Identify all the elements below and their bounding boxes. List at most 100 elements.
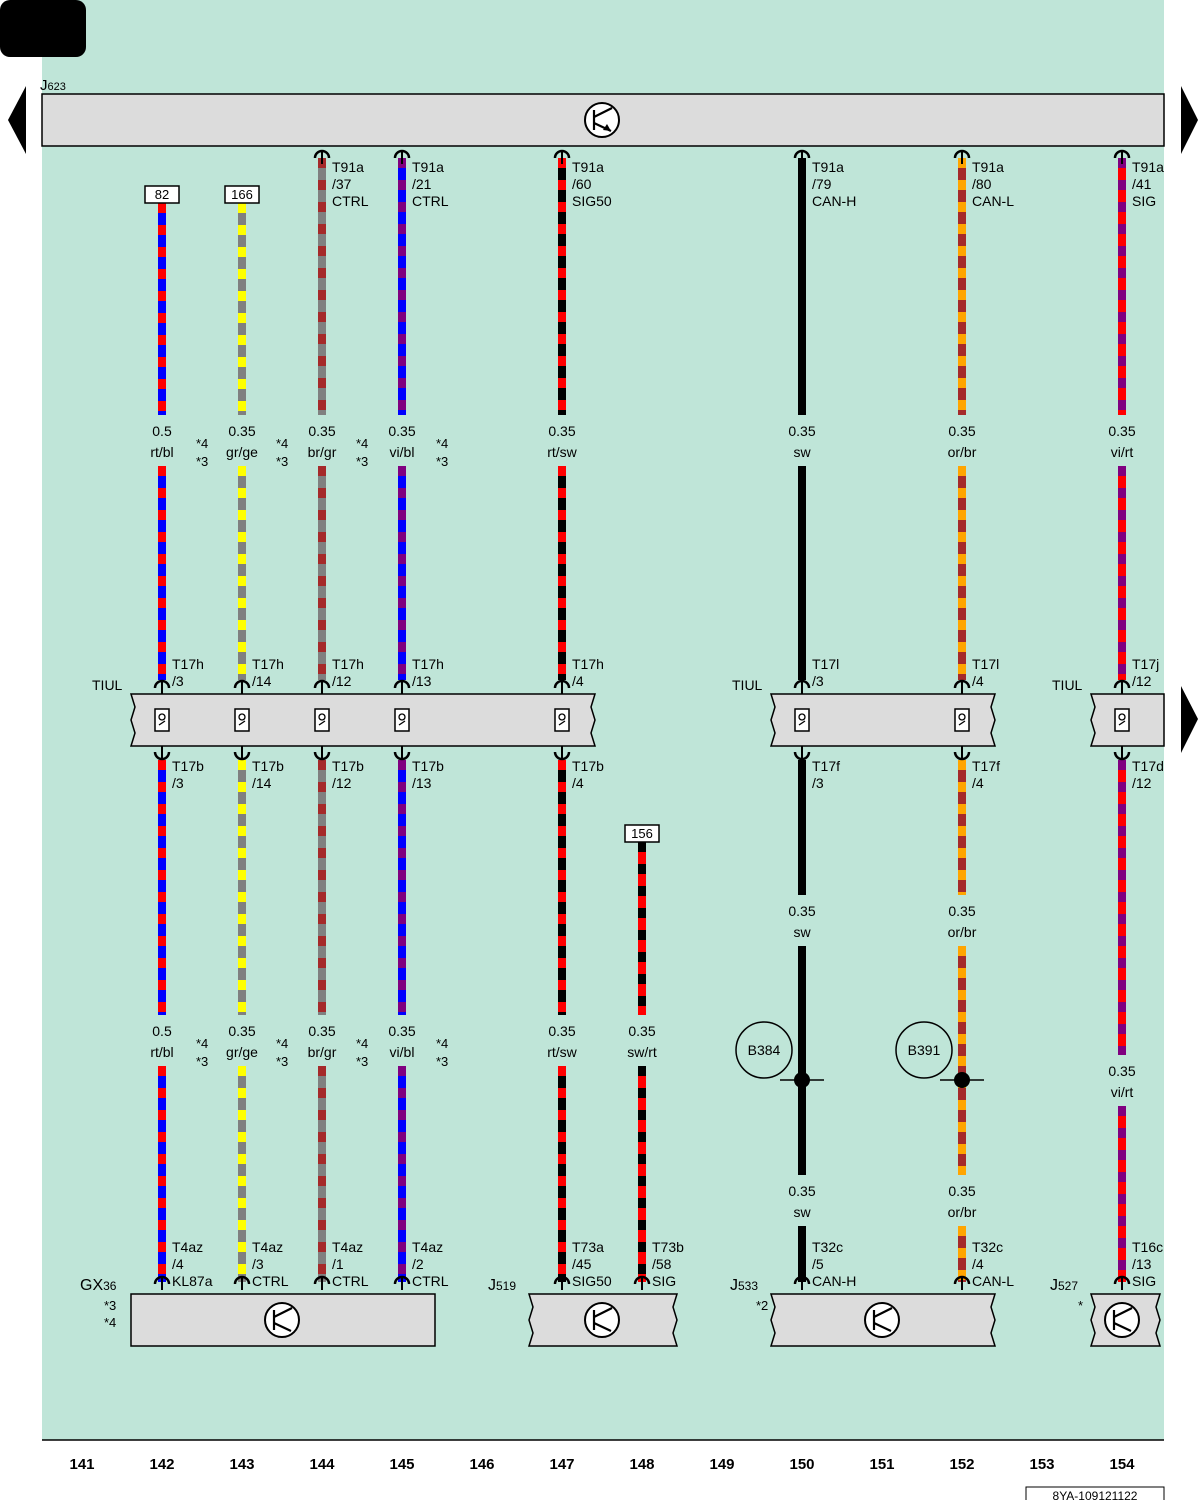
wire-stripe: [558, 212, 566, 224]
wire-stripe: [398, 1164, 406, 1176]
wire-stripe: [1118, 388, 1126, 400]
wire-stripe: [398, 1186, 406, 1198]
wire-stripe: [1118, 652, 1126, 664]
top-pin-number: /21: [412, 176, 432, 192]
wire-stripe: [238, 652, 246, 664]
wire-stripe: [638, 1120, 646, 1132]
wire-stripe: [238, 564, 246, 576]
splice-symbol-line: [958, 720, 966, 726]
prev-page-arrow-icon[interactable]: [8, 86, 26, 154]
wire-stripe: [398, 674, 406, 680]
wire-stripe: [958, 300, 966, 312]
wire-stripe: [318, 1098, 326, 1110]
wire-stripe: [158, 946, 166, 958]
wire-stripe: [158, 301, 166, 313]
node-label: B391: [908, 1042, 941, 1058]
wire-stripe: [318, 1076, 326, 1088]
wire-stripe: [638, 874, 646, 886]
wire-stripe: [398, 410, 406, 415]
wire-stripe: [158, 880, 166, 892]
splice-pin-number: /4: [972, 775, 984, 791]
wire-stripe: [318, 278, 326, 290]
wire-stripe: [1118, 300, 1126, 312]
wire-stripe: [318, 880, 326, 892]
wire-stripe: [558, 792, 566, 804]
wire-stripe: [158, 608, 166, 620]
continue-arrow-icon[interactable]: [1181, 686, 1198, 753]
wire-stripe: [558, 344, 566, 356]
splice-pin-connector: T17h: [572, 656, 604, 672]
wire-stripe: [318, 256, 326, 268]
wire-stripe: [1118, 674, 1126, 680]
column-number: 144: [309, 1456, 335, 1473]
wire-stripe: [158, 564, 166, 576]
wire-gauge: 0.5: [152, 423, 172, 439]
wire-stripe: [238, 301, 246, 313]
module-symbol-line: [873, 1322, 892, 1332]
top-pin-number: /60: [572, 176, 592, 192]
wire-stripe: [958, 410, 966, 415]
wire-stripe: [1118, 880, 1126, 892]
doc-id: 8YA-109121122: [1053, 1489, 1138, 1500]
splice-pin-number: /3: [172, 673, 184, 689]
splice-symbol-line: [1118, 720, 1126, 726]
node-label: B384: [748, 1042, 781, 1058]
wire-stripe: [238, 389, 246, 401]
wire-stripe: [158, 770, 166, 782]
wire-color-code: sw: [793, 924, 811, 940]
wire-7: T91a/79CAN-H0.35swT17l/3T17f/30.35sw0.35…: [735, 149, 856, 1290]
wire-stripe: [398, 498, 406, 510]
wire-stripe: [558, 608, 566, 620]
wire-stripe: [958, 1132, 966, 1144]
bottom-pin-connector: T4az: [172, 1239, 203, 1255]
wire-stripe: [558, 168, 566, 180]
wire-stripe: [398, 946, 406, 958]
wire-stripe: [958, 586, 966, 598]
wire-note: *3: [356, 1054, 368, 1069]
wire-stripe: [1118, 1204, 1126, 1216]
wire-color-code: or/br: [948, 924, 977, 940]
module-symbol-line: [873, 1307, 893, 1318]
wire-stripe: [158, 1208, 166, 1220]
wire-stripe: [318, 630, 326, 642]
wire-stripe: [318, 1120, 326, 1132]
column-number: 145: [389, 1456, 414, 1473]
wire-stripe: [958, 792, 966, 804]
wire-stripe: [398, 586, 406, 598]
wire-stripe: [398, 1208, 406, 1220]
module-j527-note: *: [1078, 1298, 1083, 1313]
wire-stripe: [318, 388, 326, 400]
wire-stripe: [398, 476, 406, 488]
wire-stripe: [318, 1252, 326, 1264]
wire-stripe: [558, 652, 566, 664]
wire-3: T91a/37CTRL0.35br/gr*4*3T17h/12T17b/120.…: [308, 149, 369, 1290]
wire-stripe: [398, 814, 406, 826]
wire-stripe: [158, 1142, 166, 1154]
wire-color-code: sw: [793, 444, 811, 460]
splice-symbol-line: [398, 720, 406, 726]
wire-note: *4: [436, 1036, 448, 1051]
next-page-arrow-icon[interactable]: [1181, 86, 1198, 154]
wire-stripe: [398, 1120, 406, 1132]
reference-box-label: 156: [631, 826, 653, 841]
wire-stripe: [638, 1230, 646, 1242]
wire-stripe: [558, 256, 566, 268]
wire-stripe: [558, 1252, 566, 1264]
splice-bar-left: [129, 693, 597, 747]
wire-stripe: [558, 1012, 566, 1015]
wire-color-code: br/gr: [308, 444, 337, 460]
module-symbol-circle: [864, 1302, 900, 1338]
wire-stripe: [1118, 968, 1126, 980]
wire-stripe: [238, 1186, 246, 1198]
wire-stripe: [958, 256, 966, 268]
wire-color-code: gr/ge: [226, 1044, 258, 1060]
top-pin-number: /41: [1132, 176, 1152, 192]
wire-stripe: [318, 674, 326, 680]
wire-stripe: [638, 1164, 646, 1176]
wire-color-code: rt/sw: [547, 1044, 577, 1060]
wire-stripe: [638, 1142, 646, 1154]
wire-stripe: [398, 1098, 406, 1110]
splice-pin-connector: T17l: [972, 656, 999, 672]
wire-stripe: [958, 1044, 966, 1056]
wire-note: *4: [276, 436, 288, 451]
